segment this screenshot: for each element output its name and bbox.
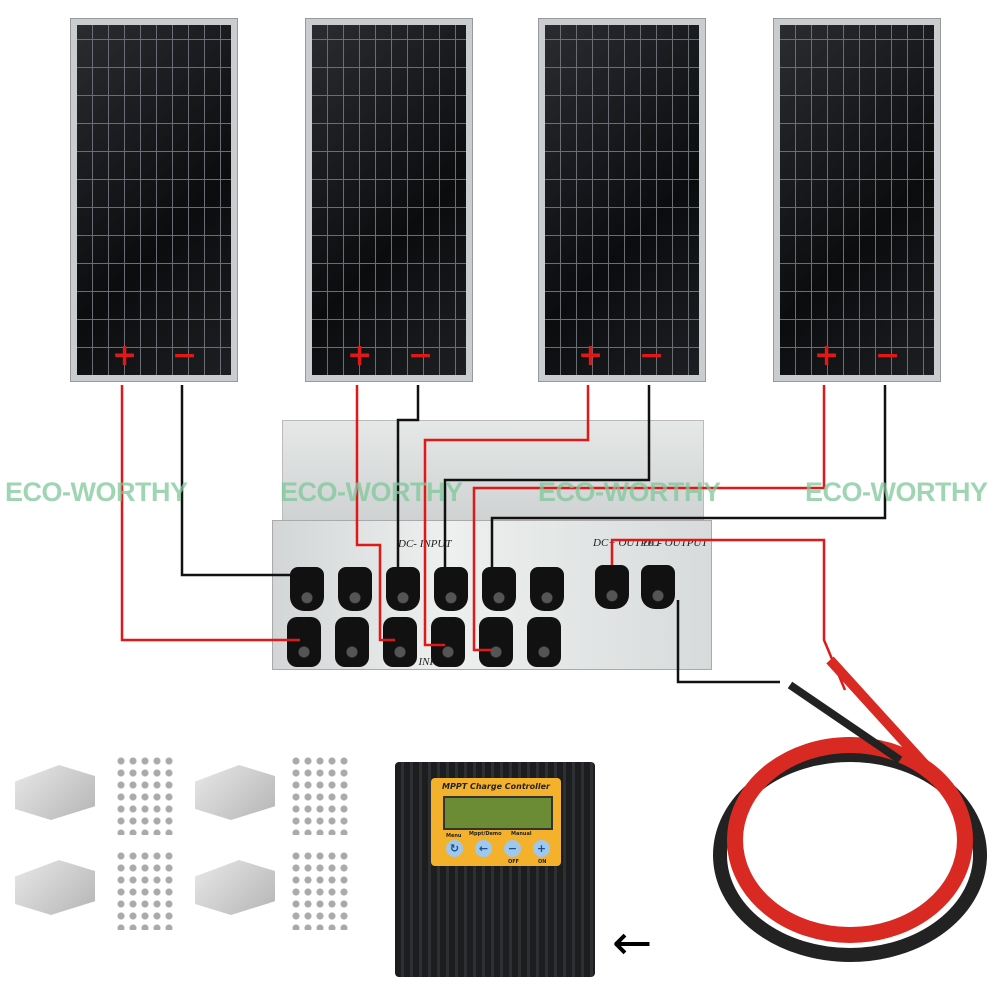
mppt-charge-controller: MPPT Charge Controller Menu Mppt/Demo Ma… [395, 762, 595, 977]
watermark: ECO-WORTHY [280, 477, 463, 507]
panel3-plus: + [578, 338, 604, 373]
output-connector-positive [595, 565, 629, 609]
wire-panel1-negative [180, 385, 300, 577]
mc4-connector [287, 617, 321, 667]
controller-faceplate: MPPT Charge Controller Menu Mppt/Demo Ma… [431, 778, 561, 866]
solar-panel-4 [773, 18, 941, 382]
wire-panel4-negative [490, 385, 887, 570]
panel1-minus: − [172, 338, 198, 373]
mc4-connector [530, 567, 564, 611]
mppt-demo-button[interactable]: ← [475, 840, 492, 857]
arrow-left-icon: ← [612, 915, 653, 971]
wire-output-positive [610, 538, 847, 691]
mc4-connector [338, 567, 372, 611]
menu-button[interactable]: ↻ [446, 840, 463, 857]
on-label: ON [538, 859, 547, 865]
panel4-plus: + [814, 338, 840, 373]
bolts [290, 755, 350, 835]
bolts [115, 755, 175, 835]
solar-panel-1 [70, 18, 238, 382]
bolts [290, 850, 350, 930]
watermark: ECO-WORTHY [538, 477, 721, 507]
on-button[interactable]: + [533, 840, 550, 857]
cable-coil [713, 656, 987, 962]
wire-panel1-positive [120, 385, 300, 642]
combiner-box-lid [282, 420, 704, 522]
lcd-display [443, 796, 553, 830]
manual-label: Manual [511, 831, 532, 837]
controller-title: MPPT Charge Controller [442, 782, 550, 791]
wire-panel3-positive [423, 385, 590, 647]
mc4-connector [527, 617, 561, 667]
panel2-plus: + [347, 338, 373, 373]
menu-label: Menu [446, 833, 462, 839]
mc4-connector [386, 567, 420, 611]
mc4-connector [431, 617, 465, 667]
bolts [115, 850, 175, 930]
panel2-minus: − [408, 338, 434, 373]
mppt-demo-label: Mppt/Demo [469, 831, 502, 837]
wire-panel4-positive [472, 385, 826, 652]
solar-panel-3 [538, 18, 706, 382]
solar-panel-2 [305, 18, 473, 382]
mc4-connector [335, 617, 369, 667]
panel3-minus: − [639, 338, 665, 373]
output-connector-negative [641, 565, 675, 609]
wire-panel3-negative [443, 385, 651, 570]
watermark: ECO-WORTHY [5, 477, 188, 507]
positive-wires [120, 385, 847, 691]
watermark: ECO-WORTHY [805, 477, 988, 507]
mc4-connector [434, 567, 468, 611]
mc4-connector [383, 617, 417, 667]
panel4-minus: − [875, 338, 901, 373]
panel1-plus: + [112, 338, 138, 373]
wire-output-negative [676, 600, 780, 684]
mc4-connector [482, 567, 516, 611]
wire-panel2-positive [355, 385, 395, 642]
off-label: OFF [508, 859, 520, 865]
off-button[interactable]: − [504, 840, 521, 857]
mc4-connector [479, 617, 513, 667]
wire-panel2-negative [396, 385, 420, 570]
negative-wires [180, 385, 887, 684]
